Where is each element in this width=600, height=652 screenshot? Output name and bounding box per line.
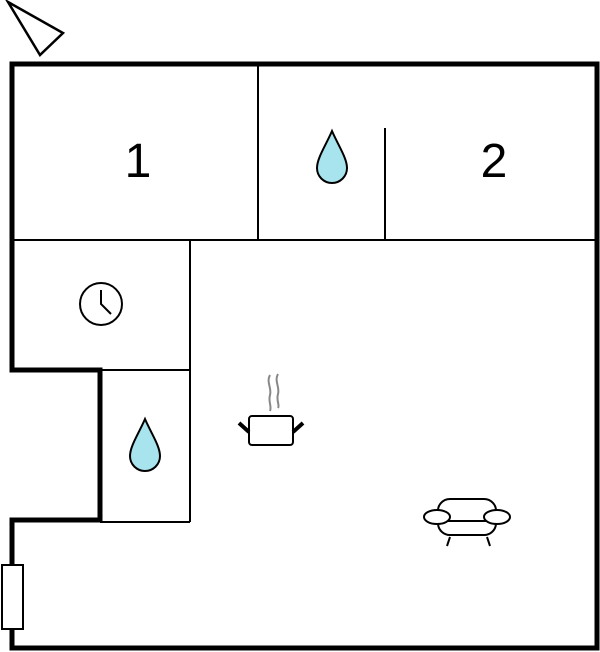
- cooking-pot-icon: [237, 373, 305, 446]
- inner-walls: [12, 64, 597, 523]
- door-icon: [1, 564, 24, 630]
- water-drop-icon: [128, 416, 162, 472]
- room-label-2: 2: [481, 135, 508, 188]
- outer-wall: [9, 61, 600, 651]
- clock-icon: [79, 282, 123, 326]
- sofa-icon: [423, 497, 511, 547]
- water-drop-icon: [315, 128, 349, 184]
- room-label-1: 1: [125, 135, 152, 188]
- compass-north-icon: [5, 0, 66, 57]
